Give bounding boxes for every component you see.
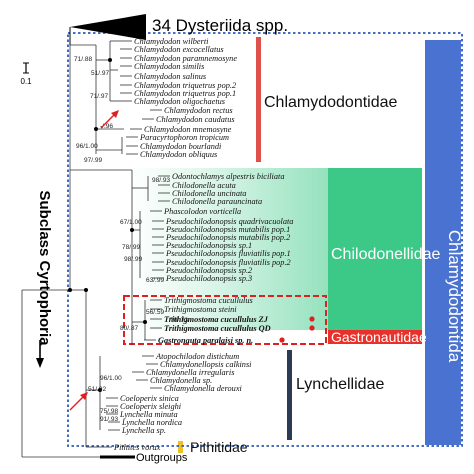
tree-node: [94, 127, 98, 131]
taxon-label: Phascolodon vorticella: [163, 207, 241, 216]
support-value: 78/.99: [122, 244, 140, 251]
arrow-chlamydodon-node: [100, 110, 119, 129]
taxon-label: Odontochlamys alpestris biciliata: [172, 172, 284, 181]
family-chilodonellidae: Chilodonellidae: [331, 246, 441, 263]
taxon-label: Chlamydodon similis: [134, 62, 204, 71]
taxon-label: Coeloperix sleighi: [120, 402, 182, 411]
taxon-label: Trithigmostoma cucullulus ZJ: [164, 315, 269, 324]
support-value: 67/1.00: [120, 219, 142, 226]
sequence-marker-dot: [309, 325, 315, 331]
order-label: Chlamydodontida: [445, 230, 464, 363]
family-gastronautidae: Gastronautidae: [331, 329, 427, 345]
chilodonellidae-shade: [130, 168, 330, 330]
support-value: 98/.93: [152, 177, 170, 184]
support-value: -/.96: [100, 123, 113, 130]
taxon-label: Pithites vorax: [113, 443, 161, 452]
pithitidae-bar: [178, 441, 183, 453]
collapsed-clade-triangle: [70, 14, 146, 40]
dashed-outline: [67, 32, 463, 447]
arrow-lynchellidae-node: [69, 392, 88, 411]
taxon-label: Pseudochilodonopsis fluviatilis pop.1: [165, 249, 291, 258]
taxon-label: Pseudochilodonopsis mutabilis pop.2: [165, 233, 290, 242]
taxon-label: Lynchella minuta: [119, 410, 178, 419]
taxon-label: Chlamydodon caudatus: [156, 115, 235, 124]
taxon-label: Chlamydonella irregularis: [146, 368, 234, 377]
taxon-label: Lynchella nordica: [121, 418, 182, 427]
support-value: 97/.99: [84, 157, 102, 164]
support-value: 98/.99: [124, 256, 142, 263]
taxon-label: Chlamydodon triquetrus pop.2: [134, 81, 236, 90]
tree-branches: [21, 40, 170, 458]
collapsed-clade-label: 34 Dysteriida spp.: [152, 16, 288, 35]
support-value: 91/.93: [100, 416, 118, 423]
taxon-label: Paracyrtophoron tropicum: [139, 133, 229, 142]
taxon-label: Lynchella sp.: [121, 426, 166, 435]
taxon-label: Pseudochilodonopsis fluviatilis pop.2: [165, 258, 291, 267]
chilodonellidae-box: [328, 168, 422, 330]
chlamydodontidae-bar: [256, 37, 261, 162]
support-value: 75/.98: [100, 408, 118, 415]
taxon-label: Gastronauta paralajsi sp. n.: [158, 336, 253, 345]
scale-bar-label: 0.1: [20, 77, 32, 86]
taxon-label: Chlamydodon rectus: [164, 106, 233, 115]
taxon-label: Chlamydodon obliquus: [140, 150, 217, 159]
taxon-label: Pseudochilodonopsis sp.3: [165, 274, 252, 283]
family-pithitidae: Pithitidae: [190, 439, 248, 455]
taxon-label: Chlamydodon triquetrus pop.1: [134, 89, 236, 98]
taxon-label: Chilodonella uncinata: [172, 189, 246, 198]
tree-node: [130, 228, 134, 232]
taxon-label: Trithigmostoma cucullulus QD: [164, 324, 271, 333]
subclass-arrow-head: [36, 358, 44, 368]
taxon-label: Chlamydodon oligochaetus: [134, 97, 225, 106]
support-value: 56/.59: [146, 309, 164, 316]
support-value: 63/.99: [146, 277, 164, 284]
gastronautidae-box: [328, 330, 422, 344]
sequence-marker-dot: [309, 316, 315, 322]
taxon-label: Chlamydonella derouxi: [164, 384, 243, 393]
taxon-label: Coeloperix sinica: [120, 394, 179, 403]
taxon-label: Trithigmostoma cucullulus: [164, 296, 253, 305]
support-values: 71/.88 51/.97 71/.97 -/.96 96/1.00 97/.99 98/.…: [74, 56, 188, 423]
sequence-marker-dot: [279, 337, 285, 343]
lynchellidae-bar: [287, 350, 292, 440]
taxon-label: Pseudochilodonopsis quadrivacuolata: [165, 217, 293, 226]
family-chlamydodontidae: Chlamydodontidae: [264, 94, 398, 111]
taxon-label: Chlamydodon paramnemosyne: [134, 54, 237, 63]
taxon-label: Chilodonella parauncinata: [172, 197, 262, 206]
taxon-label: Trithigmostoma steini: [164, 305, 237, 314]
order-bar: [425, 40, 461, 445]
taxon-label: Chlamydonellopsis calkinsi: [160, 360, 252, 369]
outgroups-label: Outgroups: [136, 452, 188, 464]
taxon-label: Atopochilodon distichum: [155, 352, 239, 361]
support-value: 96/1.00: [76, 143, 98, 150]
taxon-label: Chilodonella acuta: [172, 181, 236, 190]
support-value: 70/.73: [170, 317, 188, 324]
taxon-label: Pseudochilodonopsis sp.1: [165, 241, 252, 250]
family-lynchellidae: Lynchellidae: [296, 376, 384, 393]
taxon-label: Chlamydodon wilberti: [134, 37, 209, 46]
tree-node: [143, 320, 147, 324]
taxon-label: Chlamydodon mnemosyne: [144, 125, 232, 134]
taxon-label: Pseudochilodonopsis mutabilis pop.1: [165, 225, 290, 234]
support-value: 71/.97: [90, 93, 108, 100]
subclass-label: Subclass Cyrtophoria: [36, 190, 53, 346]
trithigmostoma-box: [123, 295, 327, 345]
tree-node: [98, 388, 102, 392]
taxon-label: Chlamydodon excocellatus: [134, 45, 224, 54]
support-value: 51/.92: [88, 386, 106, 393]
taxon-label: Chlamydonella sp.: [150, 376, 212, 385]
support-value: 51/.97: [91, 70, 109, 77]
support-value: 71/.88: [74, 56, 92, 63]
tree-node: [68, 288, 72, 292]
taxon-label: Chlamydodon bourlandi: [140, 142, 222, 151]
taxon-label: Pseudochilodonopsis sp.2: [165, 266, 252, 275]
tree-node: [84, 288, 88, 292]
support-value: 80/.87: [120, 325, 138, 332]
taxon-label: Chlamydodon salinus: [134, 72, 206, 81]
support-value: 96/1.00: [100, 375, 122, 382]
tree-node: [108, 58, 112, 62]
